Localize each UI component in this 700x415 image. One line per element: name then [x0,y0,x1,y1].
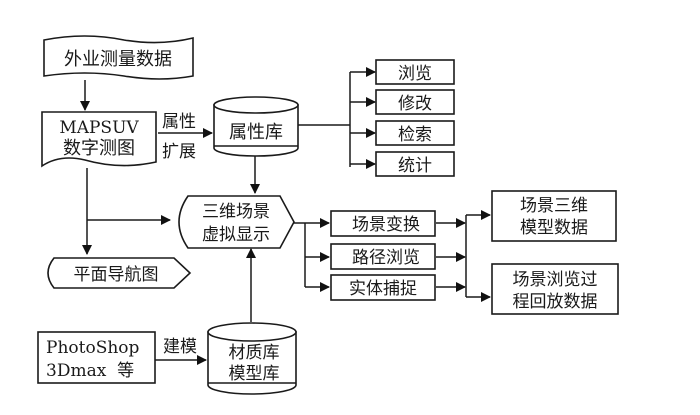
node-scene-transform[interactable]: 场景变换 [330,210,436,237]
connectors [80,67,491,365]
node-label: 统计 [398,156,432,176]
display-shape [178,195,295,249]
edge-label-attr-1: 属性 [162,112,196,132]
node-stats[interactable]: 统计 [375,151,455,177]
edge-label-attr-2: 扩展 [162,142,196,162]
display-shape [47,257,192,289]
document-shape [43,35,194,80]
node-label-line2: 数字测图 [63,138,135,159]
node-label-line1: MAPSUV [59,118,139,138]
node-search[interactable]: 检索 [375,120,455,146]
document-shape [41,111,157,168]
box [330,210,436,237]
node-label-line2: 虚拟显示 [202,225,270,245]
node-label-line1: 场景三维 [520,196,588,216]
node-label: 外业测量数据 [64,49,172,70]
node-label: 浏览 [398,64,432,84]
node-label: 检索 [398,125,432,145]
cylinder-body [213,104,299,157]
box [375,120,455,146]
node-label-line1: 材质库 [229,343,280,363]
node-label: 平面导航图 [74,265,159,285]
box [375,89,455,115]
node-attr-db[interactable]: 属性库 [213,96,299,157]
box [330,243,436,270]
cylinder-top [207,322,297,342]
node-label: 属性库 [229,122,283,143]
node-label-line2: 3Dmax 等 [46,361,134,381]
node-entity-capture[interactable]: 实体捕捉 [330,274,436,301]
node-browse[interactable]: 浏览 [375,59,455,85]
node-label: 实体捕捉 [349,279,417,299]
node-label-line1: 三维场景 [202,202,270,222]
box [491,263,619,315]
node-scene-model-data[interactable]: 场景三维 模型数据 [491,190,617,242]
box [37,331,156,384]
node-playback-data[interactable]: 场景浏览过 程回放数据 [491,263,619,315]
node-label: 场景变换 [352,215,420,235]
cylinder-body [207,331,297,395]
node-label-line2: 程回放数据 [513,292,598,312]
node-label-line1: 场景浏览过 [513,270,598,290]
node-label: 路径浏览 [352,248,420,268]
box [375,59,455,85]
node-modify[interactable]: 修改 [375,89,455,115]
node-tools[interactable]: PhotoShop 3Dmax 等 [37,331,156,384]
box [330,274,436,301]
edge-label-modeling: 建模 [163,337,197,357]
node-mapsuv[interactable]: MAPSUV 数字测图 [41,111,157,168]
node-label-line2: 模型数据 [520,218,588,238]
node-display-3d[interactable]: 三维场景 虚拟显示 [178,195,295,249]
node-plan-nav[interactable]: 平面导航图 [47,257,192,289]
box [375,151,455,177]
node-label: 修改 [398,94,432,114]
node-field-data[interactable]: 外业测量数据 [43,35,194,80]
node-material-db[interactable]: 材质库 模型库 [207,322,297,395]
node-label-line2: 模型库 [229,364,280,384]
cylinder-top [213,96,299,114]
node-path-browse[interactable]: 路径浏览 [330,243,436,270]
box [491,190,617,242]
node-label-line1: PhotoShop [46,338,140,358]
